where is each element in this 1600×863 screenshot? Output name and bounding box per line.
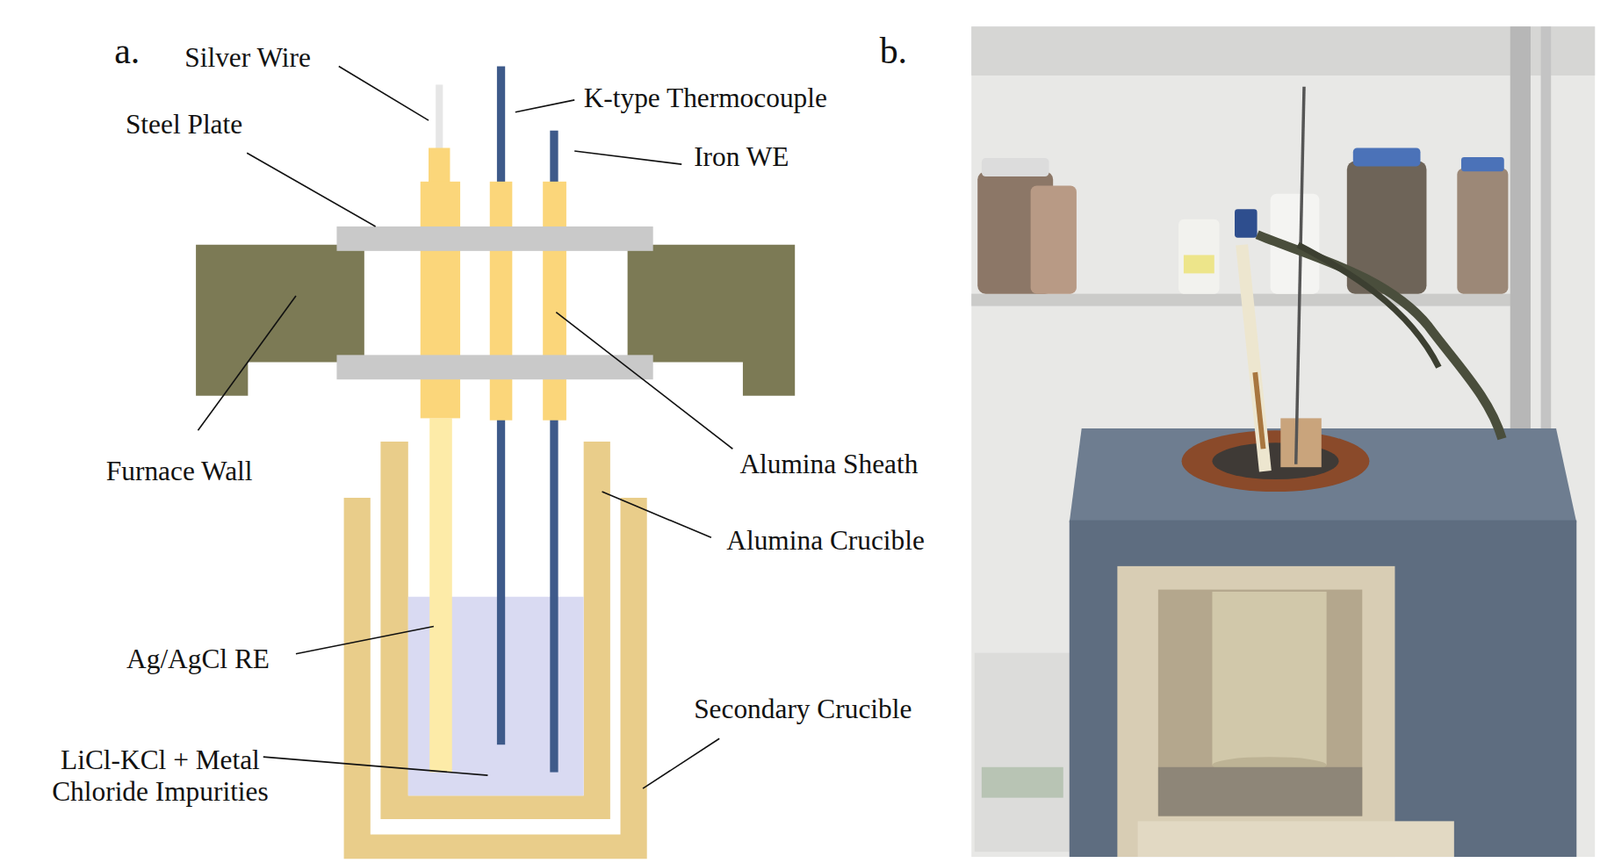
steel-plate — [336, 226, 653, 252]
leader-line — [574, 151, 682, 165]
rust-stain — [1254, 372, 1263, 449]
furnace-cavity — [1158, 590, 1363, 817]
leader-line — [515, 100, 575, 113]
bottle-cap — [1353, 147, 1421, 166]
alumina-sheath — [490, 181, 513, 421]
bottle — [1030, 185, 1077, 294]
part-label: K-type Thermocouple — [583, 82, 828, 115]
leader-line — [642, 738, 720, 789]
part-label: LiCl-KCl + Metal Chloride Impurities — [0, 744, 329, 808]
bottle — [1456, 168, 1508, 295]
bottle-label — [1183, 254, 1215, 274]
cable — [1257, 234, 1503, 439]
leader-line — [602, 491, 712, 538]
part-label: Secondary Crucible — [693, 693, 912, 726]
rust-ring — [1181, 430, 1370, 492]
leader-line — [246, 152, 375, 227]
plug — [1280, 418, 1321, 468]
bottle-cap — [981, 158, 1050, 177]
balance — [974, 653, 1082, 853]
leader-line — [555, 312, 733, 450]
furnace-photo — [971, 26, 1595, 858]
leader-line — [338, 66, 429, 122]
alumina-sheath — [542, 181, 567, 421]
balance-display — [981, 767, 1064, 799]
part-label: Alumina Crucible — [726, 525, 925, 557]
alumina-tube — [1241, 245, 1266, 472]
furnace-body — [1069, 520, 1578, 858]
crucible — [1211, 591, 1327, 766]
leader-line — [295, 626, 434, 654]
electrode-cap — [1234, 209, 1258, 238]
photo-background — [971, 26, 1595, 858]
steel-plate — [336, 354, 653, 380]
furnace-top — [1069, 428, 1578, 523]
furnace-insulation — [1117, 566, 1395, 858]
panel-letter: b. — [879, 29, 908, 73]
part-label: Ag/AgCl RE — [126, 643, 270, 676]
part-label: Iron WE — [693, 141, 789, 173]
part-label: Furnace Wall — [106, 455, 253, 488]
cell-schematic — [195, 66, 795, 860]
alumina-sheath — [420, 181, 461, 419]
reference-electrode — [429, 418, 453, 772]
part-label: Alumina Sheath — [739, 448, 918, 481]
silver-wire — [435, 84, 443, 152]
leader-line — [197, 295, 296, 431]
hearth-grid — [1158, 767, 1363, 817]
bottle-cap — [1461, 157, 1505, 172]
cable — [1297, 245, 1439, 368]
leader-line — [263, 756, 489, 776]
shelf — [971, 26, 1595, 76]
panel-letter: a. — [114, 29, 140, 73]
part-label: Steel Plate — [125, 108, 243, 141]
thermocouple-rod — [1296, 86, 1305, 465]
part-label: Silver Wire — [184, 42, 311, 74]
furnace-door — [1138, 821, 1455, 858]
alumina-sheath — [428, 147, 450, 184]
bottle — [1178, 219, 1219, 295]
leader-lines — [197, 66, 733, 790]
